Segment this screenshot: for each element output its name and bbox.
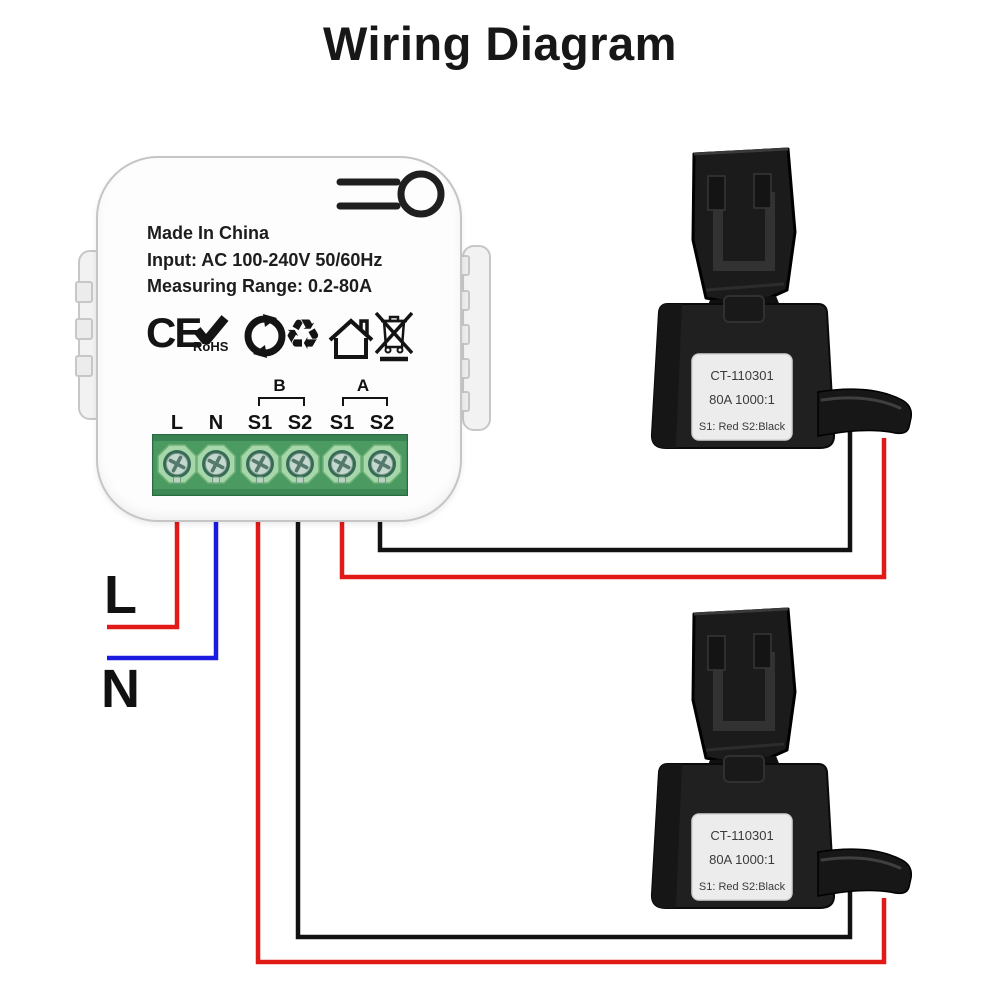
ct-b-jaw bbox=[691, 607, 797, 768]
terminal-label-n: N bbox=[208, 412, 224, 434]
screw-terminal-n bbox=[195, 443, 237, 485]
screw-terminal-a-s1 bbox=[321, 443, 363, 485]
ct-a-model-text: CT-110301 bbox=[710, 368, 773, 383]
group-b-bracket bbox=[258, 397, 305, 406]
ct-a-s1-red-wire bbox=[339, 438, 887, 580]
ct-b-s2-black-wire bbox=[295, 500, 853, 940]
weee-crossed-bin-icon bbox=[375, 311, 413, 362]
terminal-label-b-s1: S1 bbox=[247, 412, 273, 434]
rohs-check-icon bbox=[193, 315, 229, 344]
house-icon bbox=[328, 318, 374, 359]
terminal-label-a-s2: S2 bbox=[369, 412, 395, 434]
keyhole-antenna-icon bbox=[336, 170, 445, 218]
live-label: L bbox=[104, 565, 137, 625]
terminal-block bbox=[152, 434, 408, 496]
measuring-range-text: Measuring Range: 0.2-80A bbox=[147, 276, 373, 296]
ct-b-label bbox=[691, 813, 793, 901]
group-b-label: B bbox=[273, 376, 286, 395]
neutral-label: N bbox=[101, 659, 140, 719]
terminal-label-b-s2: S2 bbox=[287, 412, 313, 434]
ct-clamp-a: CT-110301 80A 1000:1 S1: Red S2:Black bbox=[650, 147, 913, 449]
input-spec-text: Input: AC 100-240V 50/60Hz bbox=[147, 250, 383, 270]
ct-b-s1-red-wire bbox=[255, 500, 887, 965]
screw-terminal-b-s2 bbox=[279, 443, 321, 485]
ct-a-rating-text: 80A 1000:1 bbox=[709, 392, 775, 407]
ct-b-latch bbox=[713, 652, 775, 731]
ct-b-rating-text: 80A 1000:1 bbox=[709, 852, 775, 867]
screw-terminal-b-s1 bbox=[239, 443, 281, 485]
ct-b-model-text: CT-110301 bbox=[710, 828, 773, 843]
made-in-text: Made In China bbox=[147, 223, 270, 243]
ct-a-jaw bbox=[691, 147, 797, 308]
ct-a-latch bbox=[713, 192, 775, 271]
group-a-label: A bbox=[356, 376, 370, 395]
ct-a-wirekey-text: S1: Red S2:Black bbox=[699, 421, 786, 433]
energy-meter-module: Made In China Input: AC 100-240V 50/60Hz… bbox=[70, 140, 500, 530]
neutral-wire-N bbox=[107, 500, 219, 661]
ct-a-s2-black-wire bbox=[377, 430, 853, 553]
rohs-label: RoHS bbox=[193, 339, 229, 354]
green-dot-icon bbox=[244, 314, 286, 358]
clip-tab-left-2 bbox=[75, 318, 93, 340]
ct-clamp-b: CT-110301 80A 1000:1 S1: Red S2:Black bbox=[650, 607, 913, 909]
screw-terminal-l bbox=[156, 443, 198, 485]
page-title: Wiring Diagram bbox=[323, 17, 677, 70]
terminal-label-l: L bbox=[170, 412, 184, 434]
ct-b-top-tab bbox=[723, 755, 765, 783]
ct-a-top-tab bbox=[723, 295, 765, 323]
ce-mark-icon: CE bbox=[146, 309, 202, 356]
live-wire-L bbox=[107, 500, 180, 630]
clip-tab-left-3 bbox=[75, 355, 93, 377]
screw-terminal-a-s2 bbox=[361, 443, 403, 485]
group-a-bracket bbox=[342, 397, 388, 406]
ct-a-cable bbox=[817, 388, 913, 437]
ct-b-cable bbox=[817, 848, 913, 897]
ct-a-label bbox=[691, 353, 793, 441]
terminal-label-a-s1: S1 bbox=[329, 412, 355, 434]
clip-tab-left-1 bbox=[75, 281, 93, 303]
recycle-icon: ♻ bbox=[284, 311, 322, 358]
ct-b-wirekey-text: S1: Red S2:Black bbox=[699, 881, 786, 893]
